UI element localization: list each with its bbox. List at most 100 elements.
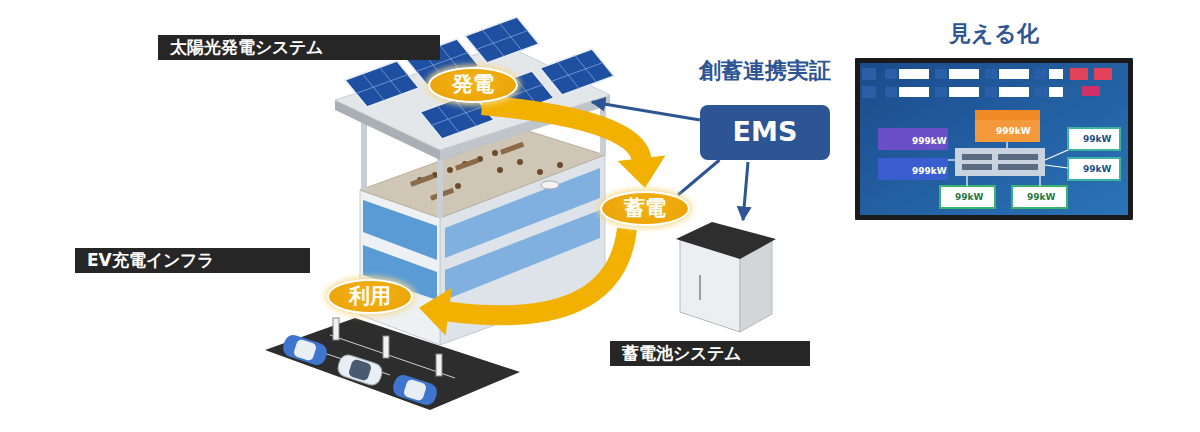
monitor-screen (862, 86, 876, 98)
flow-arrow (482, 105, 665, 188)
battery-cabinet (699, 275, 701, 300)
solar-panels (465, 17, 539, 63)
monitor-screen (949, 87, 979, 97)
screen-value: 99kW (955, 192, 983, 202)
monitor-screen (899, 69, 1063, 97)
ev-cars (391, 373, 440, 408)
ev-cars (436, 354, 442, 376)
ev-cars (281, 318, 442, 407)
connector-line (678, 160, 720, 195)
ev-cars (336, 353, 385, 388)
monitor-screen (1039, 176, 1040, 186)
monitor-screen (1012, 186, 1067, 208)
screen-value: 99kW (1083, 164, 1111, 174)
building (541, 181, 559, 189)
solar-panels (345, 61, 419, 107)
building (455, 183, 461, 189)
monitor-screen (855, 58, 1133, 220)
node-text: 太陽光発電システム (170, 37, 323, 57)
monitor-screen (948, 159, 955, 160)
building (557, 162, 563, 168)
building (445, 210, 600, 300)
flow-bubble: 利用 (327, 279, 413, 314)
parking-lot (265, 318, 520, 410)
monitor-screen (878, 158, 948, 180)
monitor-screen (1035, 87, 1047, 97)
node-text: EV充電インフラ (87, 250, 214, 270)
ev-cars (281, 333, 330, 368)
connector-line (482, 105, 642, 160)
monitor-screen (948, 142, 1068, 186)
monitor-screen (975, 120, 1040, 142)
monitor-screen (899, 87, 929, 97)
flow-bubble: 発電 (428, 67, 518, 103)
node-text: 利用 (349, 284, 391, 309)
monitor-screen (975, 110, 1040, 120)
ems-box: 創蓄連携実証EMS (700, 105, 830, 160)
ev-cars (336, 353, 385, 388)
screen-value: 99kW (1083, 134, 1111, 144)
building (517, 159, 523, 165)
monitor-screen (1068, 128, 1120, 150)
monitor-screen (878, 128, 948, 150)
monitor-screen (885, 69, 897, 79)
screen-value: 99kW (1027, 192, 1055, 202)
monitor-screen (999, 69, 1029, 79)
monitor-screen (899, 69, 929, 79)
monitor-screen (935, 69, 947, 79)
monitor-screen (1082, 86, 1100, 96)
label-band: 蓄電池システム (610, 341, 810, 366)
monitor-screen (998, 164, 1038, 170)
node-text: 蓄電池システム (622, 343, 741, 363)
building (537, 169, 543, 175)
flow-arrow (419, 229, 627, 335)
monitor-screen (998, 154, 1038, 160)
flow-bubble: 蓄電 (600, 191, 690, 226)
building (497, 167, 503, 173)
building (447, 167, 453, 173)
monitor-screen (1094, 68, 1112, 80)
monitor-screen (985, 69, 997, 79)
monitor-screen (966, 176, 967, 186)
monitor-screen (862, 68, 1047, 98)
monitor-screen (985, 87, 997, 97)
monitor-screen (1045, 150, 1068, 160)
building (437, 150, 443, 218)
monitor-screen (999, 87, 1029, 97)
control-arrow (743, 162, 748, 220)
label-band: 太陽光発電システム (158, 35, 440, 60)
monitor-screen (935, 87, 947, 97)
node-text: 蓄電 (624, 196, 666, 221)
node-heading: 創蓄連携実証 (699, 58, 831, 84)
monitor-screen (949, 69, 979, 79)
monitor-screen (1070, 68, 1088, 80)
ev-cars (281, 333, 330, 368)
control-arrow (592, 102, 700, 120)
monitor-screen (962, 164, 992, 170)
ev-cars (383, 336, 389, 358)
building (492, 150, 498, 156)
battery-cabinet (676, 222, 776, 332)
node-text: EMS (733, 116, 798, 148)
solar-panels (540, 49, 614, 95)
monitor-screen (862, 68, 876, 80)
parking-lot (265, 318, 520, 410)
building (410, 174, 434, 187)
monitor-screen (1049, 87, 1063, 97)
ev-cars (333, 318, 339, 340)
monitor-screen (855, 58, 1133, 220)
monitor-screen (940, 186, 995, 208)
monitor-screen (1068, 158, 1120, 180)
connector-line (447, 229, 627, 315)
label-band: EV充電インフラ (75, 248, 310, 273)
monitor-screen (1006, 142, 1007, 148)
monitor-screen (885, 87, 897, 97)
monitor-screen (1049, 69, 1063, 79)
ev-cars (391, 373, 440, 408)
node-text: 発電 (452, 72, 494, 97)
node-heading: 見える化 (949, 21, 1039, 47)
battery-cabinet (676, 222, 776, 259)
control-line (678, 160, 720, 195)
